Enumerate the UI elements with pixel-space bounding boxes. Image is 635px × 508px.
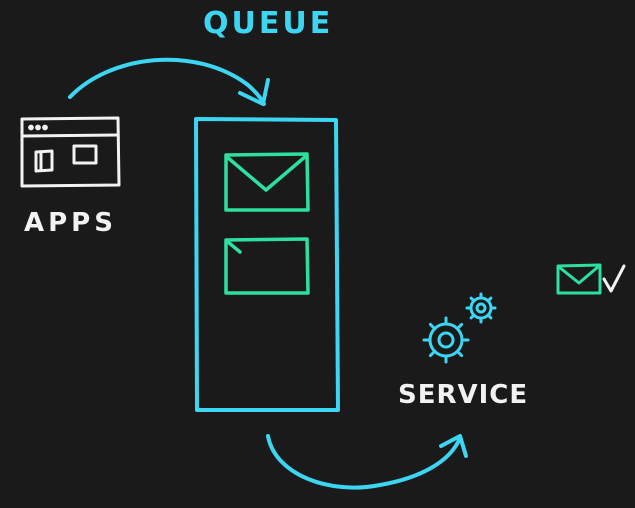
processed-message-envelope-icon [556, 263, 602, 295]
arrow-queue-to-service [266, 434, 468, 490]
gears-icon [422, 292, 497, 364]
queue-message-1-envelope-icon [224, 152, 310, 212]
apps-label: APPS [24, 208, 117, 238]
arrow-apps-to-queue [68, 57, 270, 106]
queue-title: QUEUE [203, 6, 334, 41]
checkmark-icon [602, 264, 626, 293]
queue-container [194, 117, 340, 412]
service-label: SERVICE [398, 380, 529, 410]
app-window-icon [20, 116, 121, 188]
queue-message-2-envelope-icon [224, 237, 310, 295]
